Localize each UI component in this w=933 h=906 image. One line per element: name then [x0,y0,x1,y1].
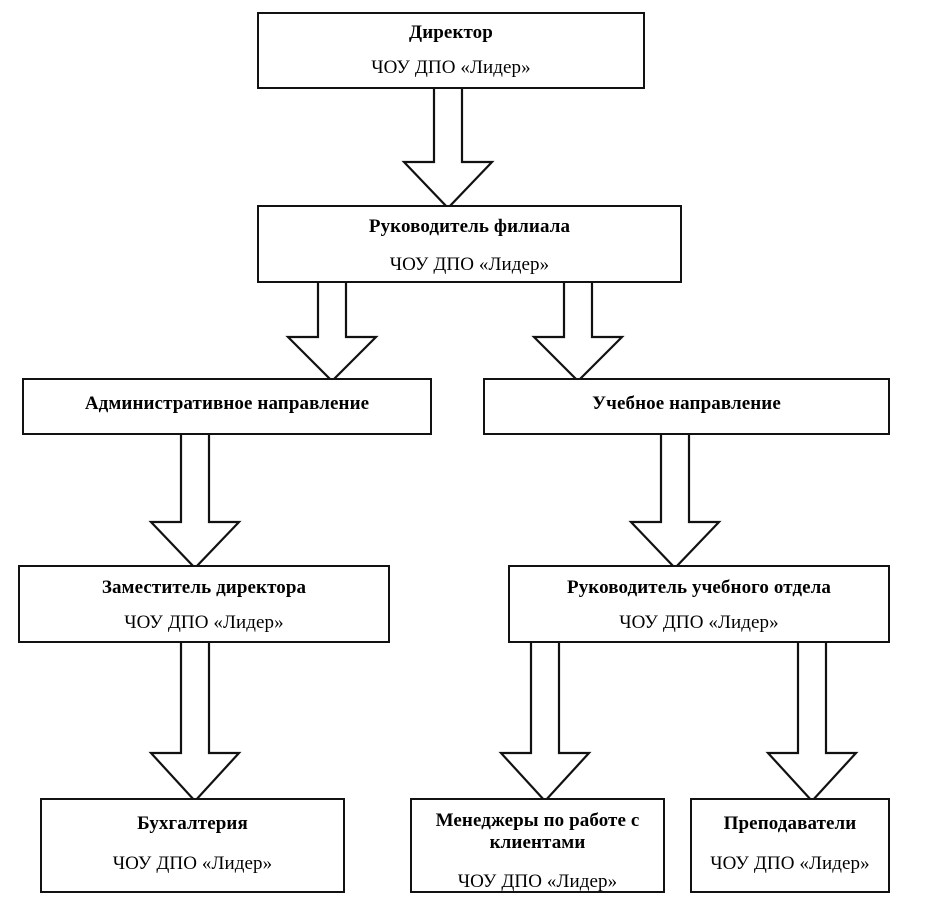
arrow-deputy-director-to-accounting [148,638,242,803]
node-client-managers[interactable]: Менеджеры по работе с клиентами ЧОУ ДПО … [410,798,665,893]
arrow-branch-head-to-educational [531,278,625,383]
node-educational-direction[interactable]: Учебное направление [483,378,890,435]
arrow-study-department-head-to-client-managers [498,638,592,803]
arrow-director-to-branch-head [401,84,495,210]
arrow-branch-head-to-administrative [285,278,379,383]
arrow-study-department-head-to-teachers [765,638,859,803]
arrow-educational-to-study-department-head [628,430,722,570]
node-teachers[interactable]: Преподаватели ЧОУ ДПО «Лидер» [690,798,890,893]
node-client-managers-subtitle: ЧОУ ДПО «Лидер» [457,870,618,892]
node-teachers-title: Преподаватели [723,813,857,834]
node-accounting-subtitle: ЧОУ ДПО «Лидер» [112,853,273,875]
node-branch-head-title: Руководитель филиала [368,216,571,237]
node-client-managers-title: Менеджеры по работе с клиентами [435,810,640,854]
node-administrative-direction[interactable]: Административное направление [22,378,432,435]
node-accounting[interactable]: Бухгалтерия ЧОУ ДПО «Лидер» [40,798,345,893]
node-administrative-direction-title: Административное направление [84,393,370,414]
node-deputy-director-title: Заместитель директора [101,577,307,598]
node-teachers-subtitle: ЧОУ ДПО «Лидер» [710,853,870,875]
node-accounting-title: Бухгалтерия [137,813,248,834]
arrow-administrative-to-deputy-director [148,430,242,570]
node-director-title: Директор [409,22,493,43]
node-branch-head[interactable]: Руководитель филиала ЧОУ ДПО «Лидер» [257,205,682,283]
node-branch-head-subtitle: ЧОУ ДПО «Лидер» [389,254,550,276]
node-educational-direction-title: Учебное направление [592,393,781,414]
node-director[interactable]: Директор ЧОУ ДПО «Лидер» [257,12,645,89]
node-deputy-director[interactable]: Заместитель директора ЧОУ ДПО «Лидер» [18,565,390,643]
node-deputy-director-subtitle: ЧОУ ДПО «Лидер» [124,612,284,634]
node-head-of-study-department[interactable]: Руководитель учебного отдела ЧОУ ДПО «Ли… [508,565,890,643]
node-head-of-study-department-title: Руководитель учебного отдела [566,577,832,598]
node-director-subtitle: ЧОУ ДПО «Лидер» [371,57,531,79]
node-head-of-study-department-subtitle: ЧОУ ДПО «Лидер» [619,612,779,634]
